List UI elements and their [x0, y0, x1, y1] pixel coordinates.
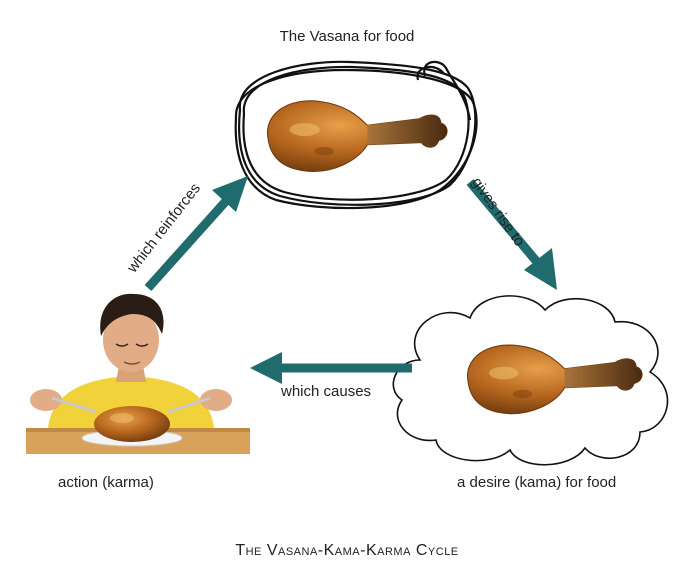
- vasana-label: The Vasana for food: [279, 28, 415, 45]
- roast-chicken: [94, 406, 170, 442]
- vasana-node: [234, 60, 478, 210]
- arrow-gives-rise: [466, 179, 557, 290]
- drumstick-icon: [266, 100, 448, 172]
- kama-node: [392, 295, 669, 466]
- diagram-caption: The Vasana-Kama-Karma Cycle: [235, 542, 459, 559]
- left-hand: [30, 389, 62, 411]
- hair: [100, 293, 164, 336]
- kama-label: a desire (kama) for food: [457, 474, 617, 491]
- karma-label: action (karma): [58, 474, 154, 491]
- scribble-circle: [234, 60, 478, 210]
- yellow-shirt: [48, 376, 214, 428]
- causes-label: which causes: [281, 383, 372, 400]
- arrow-reinforces: [144, 176, 248, 292]
- karma-node: [26, 293, 250, 454]
- right-hand: [200, 389, 232, 411]
- arrow-causes: [250, 352, 412, 384]
- face: [103, 308, 159, 372]
